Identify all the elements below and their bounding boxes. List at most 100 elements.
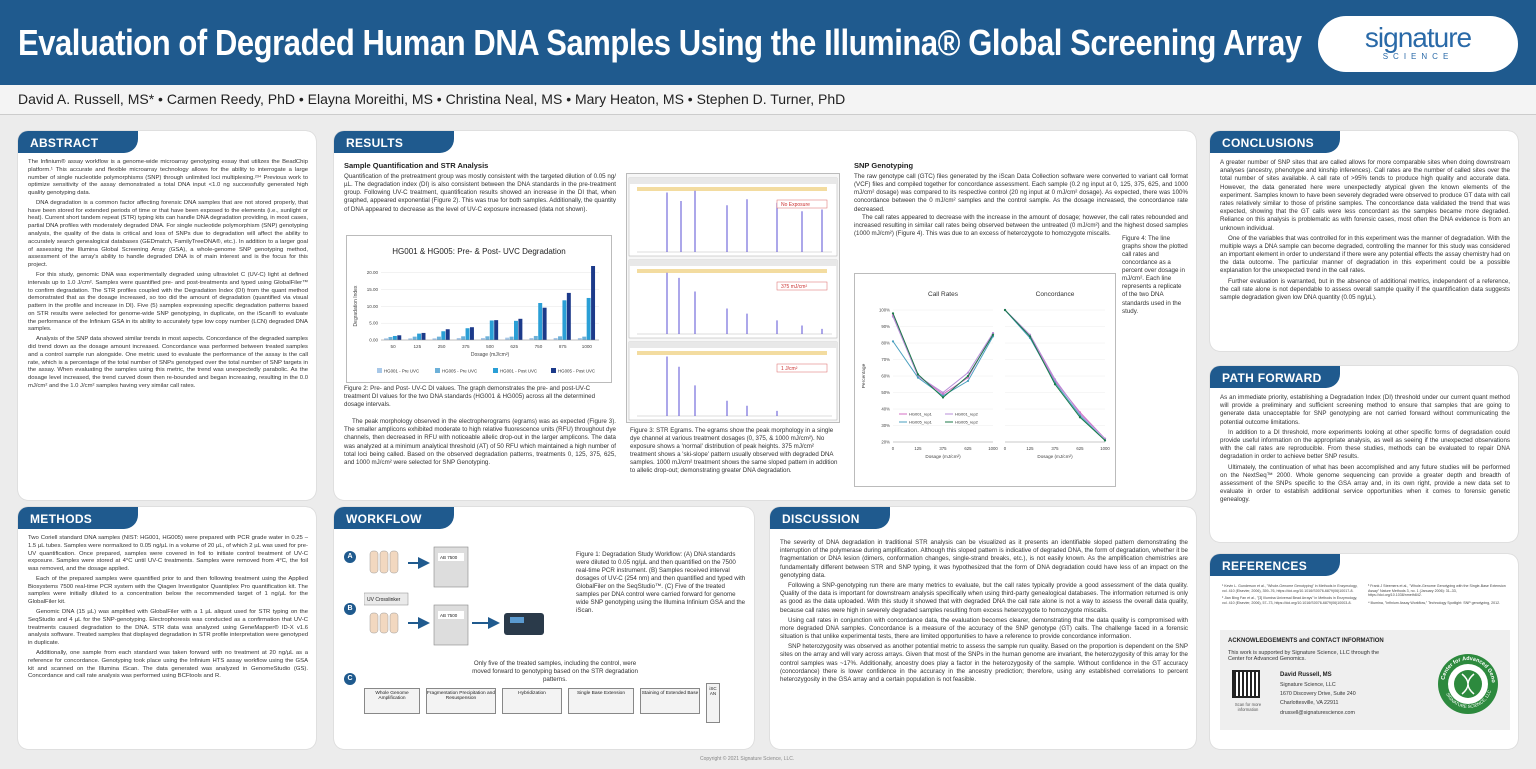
path-forward-heading: PATH FORWARD [1210, 366, 1340, 388]
references-panel: REFERENCES ¹ Kevin L. Gunderson et al., … [1210, 554, 1518, 749]
author-bar: David A. Russell, MS* • Carmen Reedy, Ph… [0, 85, 1536, 115]
y-tick-label: 20% [881, 440, 890, 445]
qr-code-icon[interactable] [1232, 670, 1260, 698]
legend-swatch [377, 368, 382, 373]
egram-header-bar [629, 178, 837, 184]
data-point [916, 373, 920, 376]
conclusions-heading: CONCLUSIONS [1210, 131, 1340, 153]
instrument-label: AB 7500 [440, 555, 458, 560]
contact-company: Signature Science, LLC [1280, 682, 1336, 688]
discussion-para: Using call rates in conjunction with con… [780, 616, 1188, 641]
x-tick-label: 125 [1026, 446, 1034, 451]
bar [397, 335, 402, 340]
series-line [1004, 309, 1106, 440]
chart-title: HG001 & HG005: Pre- & Post- UVC Degradat… [392, 247, 565, 256]
legend-label: HG001 - Pre UVC [384, 369, 419, 374]
x-tick-label: 1000 [582, 344, 593, 349]
legend-label: HG005_rep1 [909, 420, 933, 425]
methods-para: Genomic DNA (15 µL) was amplified with G… [28, 609, 308, 647]
contact-name: David Russell, MS [1280, 672, 1332, 678]
egram-marker-bar [637, 351, 827, 355]
series-line [892, 313, 994, 399]
figure-4-caption: Figure 4: The line graphs show the plott… [1122, 235, 1188, 315]
discussion-para: Following a SNP-genotyping run there are… [780, 581, 1188, 614]
bar [436, 336, 441, 340]
data-point [1078, 416, 1082, 419]
x-axis-label: Dosage (mJ/cm²) [471, 352, 510, 358]
x-tick-label: 1000 [1100, 446, 1110, 451]
wf-step-extension: Single Base Extension [568, 688, 634, 714]
series-line [892, 314, 994, 395]
x-tick-label: 1000 [988, 446, 998, 451]
snp-para: The call rates appeared to decrease with… [854, 213, 1188, 238]
series-line [1004, 309, 1106, 441]
data-point [966, 379, 970, 383]
data-point [941, 391, 945, 394]
logo-subtitle: SCIENCE [1382, 52, 1454, 61]
series-line [1004, 309, 1106, 440]
y-tick-label: 80% [881, 341, 890, 346]
y-tick-label: 50% [881, 390, 890, 395]
data-point [891, 315, 895, 318]
author-list: David A. Russell, MS* • Carmen Reedy, Ph… [18, 91, 846, 107]
bar [558, 336, 563, 340]
abstract-para: For this study, genomic DNA was experime… [28, 271, 308, 333]
snp-para: The raw genotype call (GTC) files genera… [854, 172, 1188, 213]
y-tick-label: 60% [881, 374, 890, 379]
data-point [966, 374, 970, 378]
peak-morphology-text: The peak morphology observed in the elec… [344, 418, 616, 466]
y-tick-label: 90% [881, 324, 890, 329]
bar [456, 337, 461, 340]
bar [421, 332, 426, 340]
bar [465, 328, 470, 340]
data-point [1053, 383, 1057, 386]
chart-title: Concordance [1036, 291, 1075, 298]
wf-step-iscan: iSCAN [706, 683, 720, 723]
bar [408, 338, 413, 340]
bar [505, 337, 510, 340]
instrument-label-2: AB 7500 [440, 613, 458, 618]
y-tick-label: 5.00 [369, 321, 378, 326]
legend-label: HG005 - Pre UVC [442, 369, 477, 374]
header-banner: Evaluation of Degraded Human DNA Samples… [0, 0, 1536, 85]
discussion-body: The severity of DNA degradation in tradi… [780, 539, 1188, 686]
contact-email[interactable]: drussell@signaturescience.com [1280, 710, 1355, 716]
data-point [991, 332, 995, 335]
x-axis-label: Dosage (mJ/cm²) [1037, 454, 1073, 459]
bar [553, 337, 558, 340]
poster-title: Evaluation of Degraded Human DNA Samples… [18, 22, 1302, 63]
egram-header-bar [629, 260, 837, 266]
logo-wordmark: signature [1364, 22, 1472, 53]
bar [432, 338, 437, 340]
y-tick-label: 40% [881, 407, 890, 412]
y-tick-label: 70% [881, 357, 890, 362]
bar [485, 336, 490, 340]
x-tick-label: 625 [964, 446, 972, 451]
bar [566, 292, 571, 340]
data-point [891, 312, 895, 315]
x-tick-label: 625 [510, 344, 518, 349]
egram-marker-bar [637, 269, 827, 273]
snp-title: SNP Genotyping [854, 161, 914, 170]
abstract-heading: ABSTRACT [18, 131, 138, 153]
conclusions-panel: CONCLUSIONS A greater number of SNP site… [1210, 131, 1518, 351]
abstract-para: Analysis of the SNP data showed similar … [28, 336, 308, 389]
contact-city: Charlottesville, VA 22911 [1280, 700, 1339, 706]
x-tick-label: 250 [438, 344, 446, 349]
bar [417, 333, 422, 340]
workflow-heading: WORKFLOW [334, 507, 454, 529]
data-point [991, 333, 995, 336]
reference-item: ² Jian Bing Fan et al., "[3] Illumina Un… [1222, 596, 1358, 606]
di-bar-chart: HG001 & HG005: Pre- & Post- UVC Degradat… [353, 247, 599, 374]
y-tick-label: 20.00 [367, 270, 379, 275]
egram-label-box [776, 199, 828, 209]
x-tick-label: 0 [892, 446, 895, 451]
legend-label: HG005 - Post UVC [558, 369, 595, 374]
uv-crosslinker-icon [364, 592, 409, 606]
data-point [916, 376, 920, 379]
y-axis-label: Degradation Index [353, 285, 359, 326]
bar [533, 335, 538, 340]
